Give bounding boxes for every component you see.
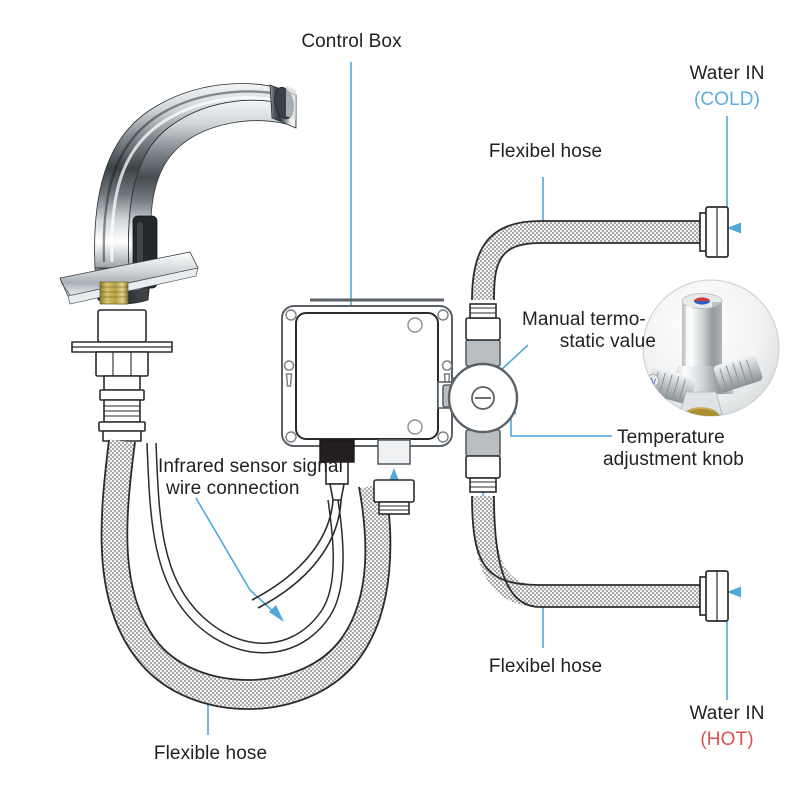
label-water-in-hot: Water IN — [689, 703, 765, 724]
label-flexibel-hose-bottom: Flexibel hose — [488, 656, 603, 677]
flexible-hose-left — [100, 439, 392, 710]
flexibel-hose-cold — [471, 206, 729, 301]
hot-cold-indicator — [694, 297, 710, 305]
box-outlet-coupling — [373, 479, 415, 515]
control-box — [251, 298, 469, 609]
label-infrared-line1: Infrared sensor signal — [158, 456, 343, 477]
label-temp-knob-line2: adjustment knob — [603, 449, 744, 470]
label-water-in-hot-state: (HOT) — [700, 729, 754, 750]
faucet-brass-shank — [99, 281, 129, 305]
label-water-in-cold-state: (COLD) — [693, 89, 761, 110]
valve-port-hot — [465, 429, 501, 457]
label-infrared-line2: wire connection — [166, 478, 300, 499]
thermostatic-mixing-valve — [442, 339, 519, 457]
faucet-mounting-hardware — [71, 309, 173, 442]
label-water-in-cold: Water IN — [689, 63, 765, 84]
label-manual-valve-line2: static value — [559, 331, 656, 352]
valve-port-cold — [465, 339, 501, 367]
label-flexibel-hose-top: Flexibel hose — [488, 141, 603, 162]
valve-hose-fittings — [465, 303, 501, 493]
sensor-faucet — [59, 83, 297, 305]
leader-infrared-wire — [195, 497, 279, 617]
label-flexible-hose-left: Flexible hose — [153, 743, 268, 764]
svg-text:N: N — [648, 376, 657, 387]
label-manual-valve-line1: Manual termo- — [522, 309, 646, 330]
leader-temp-knob — [510, 408, 612, 437]
valve-photo-inset: N — [642, 279, 780, 417]
label-temp-knob-line1: Temperature — [617, 427, 725, 448]
flexibel-hose-hot — [471, 495, 729, 622]
infrared-sensor-wire — [146, 442, 344, 654]
label-control-box: Control Box — [301, 31, 402, 52]
